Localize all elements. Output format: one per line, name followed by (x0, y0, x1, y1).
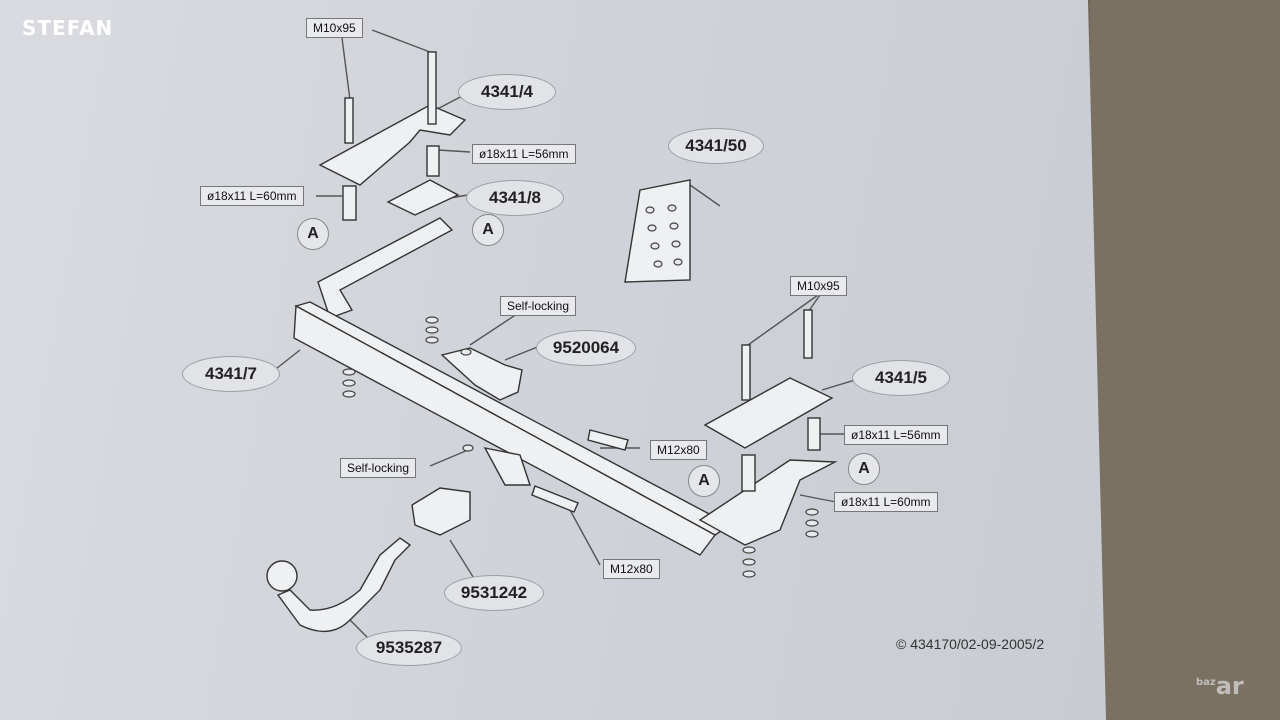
label-self-locking-top: Self-locking (500, 296, 577, 316)
label-spacer-60-left: ø18x11 L=60mm (200, 186, 304, 206)
plate-4341-4 (318, 104, 467, 186)
crossmember-top (294, 301, 732, 536)
callout-9535287: 9535287 (356, 630, 462, 666)
callout-4341-50: 4341/50 (668, 128, 764, 164)
leader-line (437, 149, 471, 153)
bolt-m10-left-2 (427, 51, 437, 125)
label-spacer-60-right: ø18x11 L=60mm (834, 492, 938, 512)
spacer-60-right (741, 454, 756, 492)
callout-4341-8: 4341/8 (466, 180, 564, 216)
bracket-right (698, 459, 838, 546)
bolt-m12-top (587, 429, 629, 451)
leader-line (689, 184, 721, 207)
callout-4341-4: 4341/4 (458, 74, 556, 110)
callout-9531242: 9531242 (444, 575, 544, 611)
plate-4341-8 (386, 179, 460, 216)
marker-a-left-1: A (297, 218, 329, 250)
leader-line (429, 449, 469, 467)
leader-line (569, 509, 601, 566)
leader-line (799, 494, 837, 503)
tow-ball-arm-9535287 (276, 537, 412, 633)
label-bolt-left: M10x95 (306, 18, 363, 38)
label-self-locking-bottom: Self-locking (340, 458, 417, 478)
label-bolt-m12-top: M12x80 (650, 440, 707, 460)
marker-a-right-2: A (848, 453, 880, 485)
leader-line (449, 539, 476, 581)
spacer-56-left (426, 145, 440, 177)
marker-a-right-1: A (688, 465, 720, 497)
tow-ball (266, 560, 298, 592)
bolt-m10-right-1 (741, 344, 751, 401)
bolt-m10-left-1 (344, 97, 354, 144)
bracket-left (317, 217, 454, 319)
leader-line (504, 345, 541, 361)
spacer-56-right (807, 417, 821, 451)
socket-plate-9520064 (440, 347, 523, 401)
leader-line (469, 311, 521, 346)
callout-4341-7: 4341/7 (182, 356, 280, 392)
spacer-60-left (342, 185, 357, 221)
callout-9520064: 9520064 (536, 330, 636, 366)
background-fabric (1090, 0, 1280, 720)
leader-line (821, 379, 856, 391)
leader-line (341, 29, 431, 101)
label-bolt-m12-bottom: M12x80 (603, 559, 660, 579)
callout-4341-5: 4341/5 (852, 360, 950, 396)
label-spacer-56-left: ø18x11 L=56mm (472, 144, 576, 164)
marker-a-left-2: A (472, 214, 504, 246)
copyright-code: © 434170/02-09-2005/2 (896, 636, 1045, 652)
beam-bracket (483, 447, 531, 486)
crossmember-front (293, 304, 717, 556)
bolt-m12-bottom (531, 485, 579, 513)
bolt-m10-right-2 (803, 309, 813, 359)
bazar-logo: bazar (1196, 672, 1244, 700)
label-bolt-right: M10x95 (790, 276, 847, 296)
plate-4341-5 (703, 377, 834, 449)
lock-block-9531242 (411, 487, 471, 536)
leader-line (747, 294, 821, 346)
seller-watermark: STEFAN (22, 16, 114, 40)
label-spacer-56-right: ø18x11 L=56mm (844, 425, 948, 445)
